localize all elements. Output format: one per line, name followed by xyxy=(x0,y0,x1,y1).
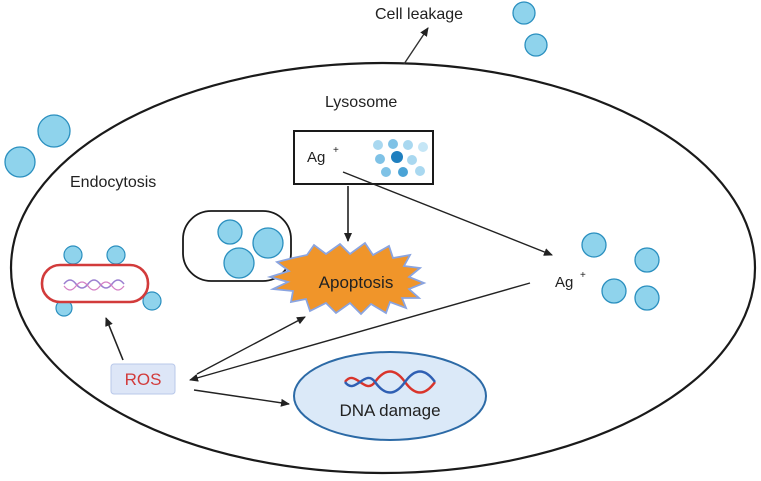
cell-leakage-label: Cell leakage xyxy=(375,6,463,23)
ros-to-dna-arrow xyxy=(193,389,290,407)
apoptosis-label: Apoptosis xyxy=(319,273,394,292)
endocytosis-label: Endocytosis xyxy=(70,174,156,191)
ag-to-ros-arrow xyxy=(189,282,531,382)
lysosome-to-ag-arrow xyxy=(342,171,553,256)
leaked-particle xyxy=(524,33,548,57)
released-particle xyxy=(601,278,627,304)
ag-ion-right-charge: + xyxy=(580,270,586,281)
lysosome-label: Lysosome xyxy=(325,94,397,111)
ros-to-apoptosis-arrow xyxy=(196,316,306,375)
ag-ion-lysosome-charge: + xyxy=(333,145,339,156)
bacterium-particle xyxy=(106,245,126,265)
external-particle xyxy=(37,114,71,148)
leaked-particle xyxy=(512,1,536,25)
dna-damage-cell xyxy=(293,351,487,441)
released-particle xyxy=(634,285,660,311)
ros-label: ROS xyxy=(125,370,162,389)
bacterium-particle xyxy=(63,245,83,265)
bacterium-particle xyxy=(142,291,162,311)
apoptosis-burst xyxy=(266,241,427,316)
ag-ion-right-text: Ag xyxy=(555,274,573,291)
dna-damage-label: DNA damage xyxy=(339,401,440,420)
bacterium xyxy=(40,263,150,304)
ros-box xyxy=(110,363,176,395)
released-particle xyxy=(634,247,660,273)
ag-ion-lysosome: Ag + xyxy=(307,145,339,166)
ros-to-bacterium-arrow xyxy=(105,317,124,361)
ag-ion-lysosome-text: Ag xyxy=(307,149,325,166)
cell-leakage-arrow xyxy=(403,27,429,65)
endosome-particle xyxy=(223,247,255,279)
ag-ion-right: Ag + xyxy=(555,270,586,291)
dna-helix-icon xyxy=(344,370,436,394)
bacterium-dna xyxy=(63,279,125,289)
endosome-particle xyxy=(252,227,284,259)
external-particle xyxy=(4,146,36,178)
lysosome-particles xyxy=(373,139,428,177)
released-particle xyxy=(581,232,607,258)
endosome-particle xyxy=(217,219,243,245)
